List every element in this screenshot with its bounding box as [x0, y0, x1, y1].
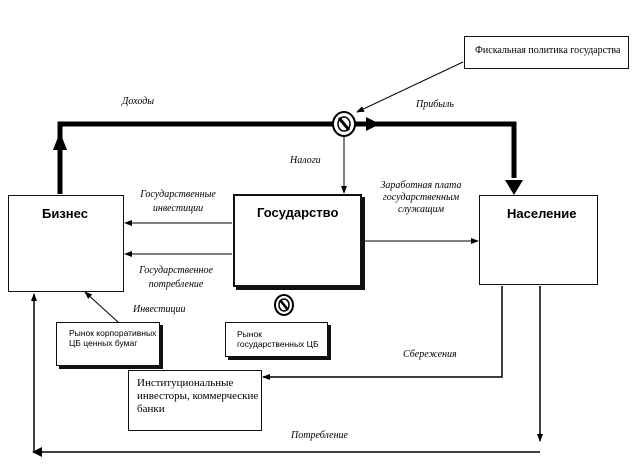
- profit-label: Прибыль: [416, 99, 454, 110]
- state-box: Государство: [233, 194, 362, 287]
- institutional-label: Институциональные инвесторы, коммерчески…: [137, 377, 259, 415]
- corporate-market-box: Рынок корпоративных ЦБ ценных бумаг: [56, 322, 160, 366]
- profit-flow-line: [355, 121, 517, 178]
- state-market-box: Рынок государственных ЦБ: [225, 322, 328, 357]
- income-label: Доходы: [122, 96, 155, 107]
- income-flow-arrowhead: [53, 132, 67, 150]
- institutional-box: Институциональные инвесторы, коммерчески…: [128, 370, 262, 431]
- profit-arrow-mid: [366, 117, 380, 131]
- savings-line: [262, 286, 503, 380]
- state-title: Государство: [257, 205, 339, 220]
- savings-label: Сбережения: [403, 349, 457, 360]
- corporate-market-label: Рынок корпоративных ЦБ ценных бумаг: [69, 328, 157, 348]
- state-market-valve-icon: [274, 294, 294, 316]
- fiscal-policy-label: Фискальная политика государства: [475, 45, 621, 56]
- fiscal-policy-box: Фискальная политика государства: [464, 36, 629, 69]
- consumption-arrow-left: [32, 447, 42, 457]
- state-consumption-label: Государственное потребление: [139, 265, 213, 290]
- business-box: Бизнес: [8, 195, 124, 292]
- investment-label: Инвестиции: [133, 304, 186, 315]
- salary-label: Заработная плата государственным служащи…: [380, 180, 462, 215]
- state-market-label: Рынок государственных ЦБ: [237, 329, 319, 349]
- consumption-label: Потребление: [291, 430, 348, 441]
- income-flow-line: [57, 121, 333, 194]
- consumption-line: [31, 293, 540, 453]
- population-box: Население: [479, 195, 598, 285]
- population-title: Население: [507, 206, 577, 221]
- profit-flow-arrowhead: [505, 180, 523, 195]
- taxes-label: Налоги: [290, 155, 321, 166]
- business-title: Бизнес: [42, 206, 88, 221]
- state-investment-label: Государственные инвестиции: [140, 189, 216, 214]
- investment-line: [84, 291, 119, 323]
- fiscal-policy-pointer: [356, 61, 464, 113]
- fiscal-valve-icon: [332, 111, 356, 137]
